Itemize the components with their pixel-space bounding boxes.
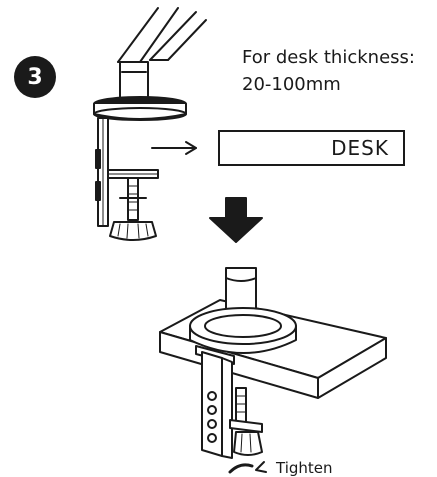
step-number-badge: 3 xyxy=(14,56,56,98)
thickness-label: For desk thickness: xyxy=(242,47,415,68)
desk-label: DESK xyxy=(331,136,389,160)
tighten-arrow-icon xyxy=(228,461,267,474)
down-arrow-icon xyxy=(209,197,263,243)
thickness-range: 20-100mm xyxy=(242,74,341,95)
insert-arrow xyxy=(151,141,197,155)
mount-base-bottom xyxy=(189,307,297,354)
desk-thickness-note: For desk thickness: 20-100mm xyxy=(242,44,415,98)
clamp-top xyxy=(95,117,159,241)
mount-base-top xyxy=(93,96,187,121)
monitor-arm-top xyxy=(117,7,207,103)
clamp-bottom xyxy=(195,345,263,459)
tighten-label: Tighten xyxy=(276,459,333,477)
desk-label-box: DESK xyxy=(218,130,405,166)
